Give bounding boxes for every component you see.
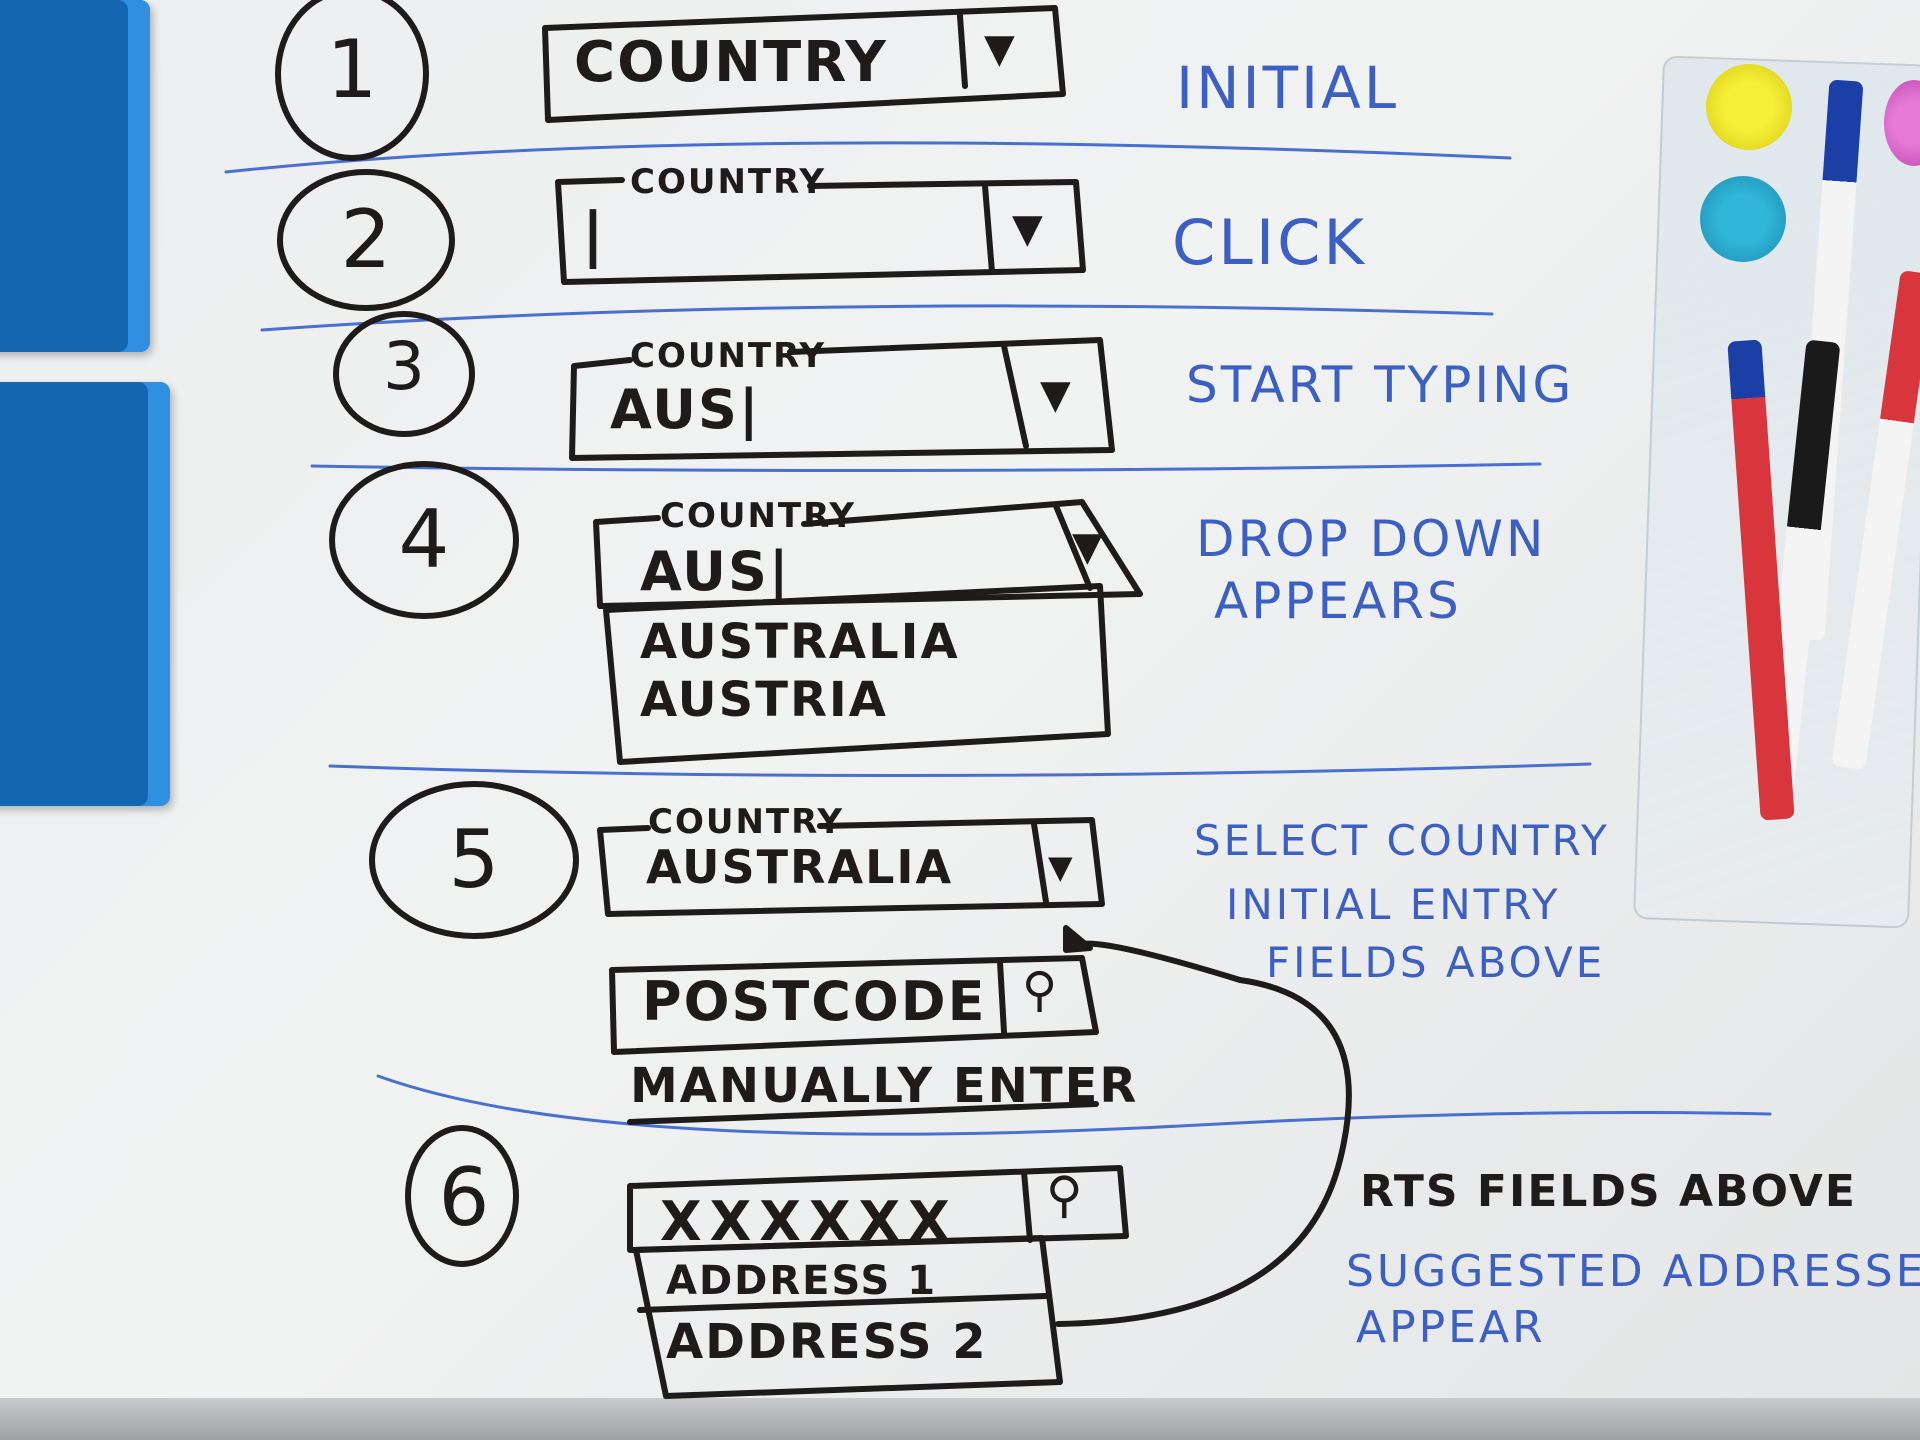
- box-6-list-row: [637, 1293, 1049, 1313]
- box-6: [627, 1165, 1129, 1253]
- country-field-value: AUSTRALIA: [646, 840, 954, 894]
- country-field-label: COUNTRY: [630, 336, 827, 376]
- step-caption: APPEARS: [1214, 572, 1462, 630]
- divider-3: [310, 462, 1542, 473]
- box-4-list: [603, 583, 1111, 765]
- chevron-down-icon: ▼: [1040, 372, 1073, 418]
- box-3-divider: [1001, 343, 1029, 449]
- arrow-curve: [1055, 940, 1352, 1327]
- box-6-list: [633, 1235, 1063, 1399]
- eraser-bottom: [0, 382, 170, 806]
- search-icon[interactable]: ⚲: [1046, 1166, 1085, 1224]
- step-caption: FIELDS ABOVE: [1266, 938, 1606, 987]
- box-4: [593, 499, 1143, 609]
- eraser-top: [0, 0, 150, 352]
- search-icon[interactable]: ⚲: [1022, 962, 1060, 1018]
- step-caption: INITIAL: [1176, 54, 1400, 122]
- box-1: [542, 5, 1066, 123]
- step-number: 5: [448, 813, 500, 906]
- box-5-divider: [1031, 821, 1049, 905]
- box-3: [569, 337, 1115, 461]
- box-6-divider: [1021, 1169, 1033, 1243]
- country-field-label: COUNTRY: [660, 496, 857, 536]
- country-field-label: COUNTRY: [574, 30, 888, 95]
- circle-6: [405, 1125, 519, 1267]
- step-caption: DROP DOWN: [1196, 510, 1547, 568]
- step-number: 4: [398, 493, 450, 586]
- step-caption: SELECT COUNTRY: [1194, 816, 1610, 865]
- step-number: 1: [326, 23, 378, 116]
- divider-1: [224, 141, 1512, 174]
- chevron-down-icon: ▼: [984, 26, 1017, 72]
- country-field-value: |: [582, 200, 606, 270]
- divider-2: [260, 304, 1494, 332]
- whiteboard-frame: [0, 1398, 1920, 1440]
- divider-4: [328, 762, 1592, 778]
- step-caption: CLICK: [1172, 206, 1368, 279]
- manual-underline: [627, 1101, 1099, 1125]
- step-caption: START TYPING: [1186, 356, 1575, 414]
- country-field-value: AUS|: [640, 540, 791, 603]
- magnet-yellow: [1706, 64, 1792, 150]
- circle-3: [333, 311, 475, 437]
- address-suggestion[interactable]: ADDRESS 2: [666, 1314, 988, 1370]
- arrow-head: [1063, 925, 1093, 953]
- step-caption: SUGGESTED ADDRESSES: [1346, 1246, 1920, 1297]
- dropdown-option-austria[interactable]: AUSTRIA: [640, 672, 888, 728]
- manually-enter-link[interactable]: MANUALLY ENTER: [630, 1058, 1139, 1114]
- arrow-note: RTS FIELDS ABOVE: [1360, 1166, 1857, 1217]
- divider-5: [376, 1074, 1772, 1136]
- box-2-divider: [982, 183, 995, 275]
- circle-2: [277, 169, 455, 311]
- dropdown-option-australia[interactable]: AUSTRALIA: [640, 614, 960, 670]
- circle-5: [369, 781, 579, 939]
- magnet-cyan: [1700, 176, 1786, 262]
- step-caption: INITIAL ENTRY: [1226, 880, 1561, 929]
- chevron-down-icon: ▼: [1012, 206, 1045, 252]
- postcode-field-value: XXXXXX: [660, 1190, 958, 1253]
- country-field-value: AUS|: [610, 378, 761, 441]
- step-number: 3: [383, 328, 425, 405]
- circle-1: [275, 0, 429, 161]
- box-5: [597, 817, 1105, 917]
- chevron-down-icon: ▼: [1072, 524, 1105, 570]
- box-postcode-divider: [997, 959, 1007, 1035]
- box-postcode: [609, 955, 1099, 1055]
- box-4-divider: [1053, 503, 1093, 591]
- country-field-label: COUNTRY: [630, 162, 827, 202]
- step-caption: APPEAR: [1356, 1302, 1546, 1353]
- box-1-divider: [957, 13, 968, 89]
- step-number: 6: [438, 1151, 490, 1244]
- chevron-down-icon: ▼: [1048, 848, 1075, 886]
- country-field-label: COUNTRY: [648, 802, 845, 842]
- postcode-field-label: POSTCODE: [642, 970, 987, 1033]
- address-suggestion[interactable]: ADDRESS 1: [666, 1258, 938, 1304]
- circle-4: [329, 461, 519, 619]
- box-2: [555, 177, 1086, 285]
- step-number: 2: [340, 193, 392, 286]
